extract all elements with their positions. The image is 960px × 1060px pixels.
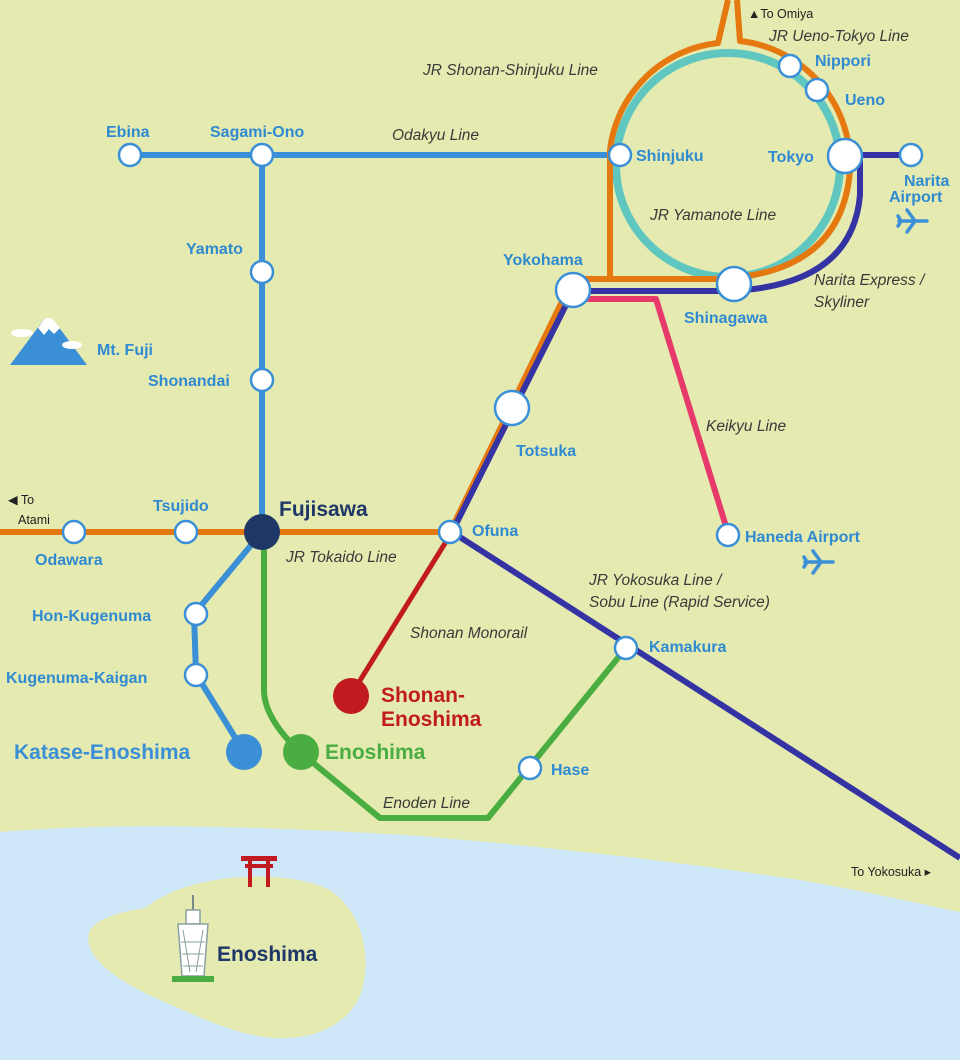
station-label-enoshima: Enoshima: [325, 741, 426, 764]
station-marker-yamato[interactable]: [249, 259, 275, 285]
direction-omiya: ▲To Omiya: [748, 7, 813, 21]
line-label-shonan-shinjuku: JR Shonan-Shinjuku Line: [422, 62, 598, 79]
station-label-shonan-enoshima-1: Shonan-: [381, 684, 465, 707]
station-marker-shonan-enoshima[interactable]: [333, 678, 369, 714]
station-label-totsuka: Totsuka: [516, 443, 576, 460]
direction-atami-2: Atami: [18, 513, 50, 527]
station-marker-haneda[interactable]: [715, 522, 741, 548]
station-label-katase-enoshima: Katase-Enoshima: [14, 741, 191, 764]
enoshima-island: [88, 876, 366, 1039]
station-marker-tokyo[interactable]: [826, 137, 864, 175]
station-label-nippori: Nippori: [815, 53, 871, 70]
station-label-hase: Hase: [551, 762, 589, 779]
station-marker-narita[interactable]: [898, 142, 924, 168]
station-marker-shonandai[interactable]: [249, 367, 275, 393]
line-label-yokosuka-2: Sobu Line (Rapid Service): [589, 594, 770, 611]
station-marker-kamakura[interactable]: [613, 635, 639, 661]
station-marker-tsujido[interactable]: [173, 519, 199, 545]
station-marker-ebina[interactable]: [117, 142, 143, 168]
line-label-monorail: Shonan Monorail: [410, 625, 528, 642]
station-label-kugenuma-kaigan: Kugenuma-Kaigan: [6, 670, 147, 687]
line-label-ueno-tokyo: JR Ueno-Tokyo Line: [768, 28, 909, 45]
station-markers: [61, 53, 924, 781]
station-label-shonan-enoshima-2: Enoshima: [381, 708, 482, 731]
station-label-yokohama: Yokohama: [503, 252, 583, 269]
station-marker-yokohama[interactable]: [554, 271, 592, 309]
shonan-monorail-line: [348, 530, 455, 697]
station-label-tokyo: Tokyo: [768, 149, 814, 166]
station-marker-kugenuma-kaigan[interactable]: [183, 662, 209, 688]
enoden-line: [261, 532, 629, 821]
lighthouse-tower-icon: [172, 895, 214, 982]
line-label-enoden: Enoden Line: [383, 795, 470, 812]
station-marker-odawara[interactable]: [61, 519, 87, 545]
station-label-ofuna: Ofuna: [472, 523, 518, 540]
direction-atami-1: ◀ To: [8, 493, 34, 507]
station-marker-ofuna[interactable]: [437, 519, 463, 545]
station-marker-totsuka[interactable]: [493, 389, 531, 427]
station-label-ebina: Ebina: [106, 124, 150, 141]
station-label-yamato: Yamato: [186, 241, 243, 258]
line-label-tokaido: JR Tokaido Line: [285, 549, 397, 566]
station-label-narita-2: Airport: [889, 189, 943, 206]
direction-yokosuka: To Yokosuka ▸: [851, 865, 932, 879]
station-marker-shinagawa[interactable]: [715, 265, 753, 303]
station-marker-fujisawa[interactable]: [244, 514, 280, 550]
station-marker-nippori[interactable]: [777, 53, 803, 79]
line-label-yamanote: JR Yamanote Line: [649, 207, 776, 224]
station-label-hon-kugenuma: Hon-Kugenuma: [32, 608, 151, 625]
station-label-sagami-ono: Sagami-Ono: [210, 124, 304, 141]
station-label-shonandai: Shonandai: [148, 373, 230, 390]
line-label-yokosuka-1: JR Yokosuka Line /: [588, 572, 723, 589]
station-marker-hon-kugenuma[interactable]: [183, 601, 209, 627]
station-label-haneda: Haneda Airport: [745, 529, 861, 546]
station-marker-ueno[interactable]: [804, 77, 830, 103]
station-label-fujisawa: Fujisawa: [279, 498, 368, 521]
station-marker-katase-enoshima[interactable]: [226, 734, 262, 770]
keikyu-line: [575, 296, 731, 534]
station-label-shinagawa: Shinagawa: [684, 310, 768, 327]
station-label-shinjuku: Shinjuku: [636, 148, 704, 165]
airplane-icon: [896, 208, 929, 234]
line-label-narita-express-2: Skyliner: [814, 294, 870, 311]
shonan-shinjuku-line: [607, 0, 731, 278]
station-label-narita-1: Narita: [904, 173, 949, 190]
mountain-icon: [10, 318, 87, 365]
station-label-tsujido: Tsujido: [153, 498, 209, 515]
landmark-label-mt-fuji: Mt. Fuji: [97, 342, 153, 359]
station-marker-sagami-ono[interactable]: [249, 142, 275, 168]
station-marker-enoshima[interactable]: [283, 734, 319, 770]
station-label-ueno: Ueno: [845, 92, 885, 109]
station-label-odawara: Odawara: [35, 552, 103, 569]
station-label-kamakura: Kamakura: [649, 639, 726, 656]
line-label-narita-express-1: Narita Express /: [814, 272, 926, 289]
landmark-label-enoshima-island: Enoshima: [217, 943, 318, 966]
line-label-odakyu: Odakyu Line: [392, 127, 479, 144]
torii-gate-icon: [241, 856, 277, 887]
airplane-icon: [802, 549, 835, 575]
line-label-keikyu: Keikyu Line: [706, 418, 787, 435]
station-marker-hase[interactable]: [517, 755, 543, 781]
station-marker-shinjuku[interactable]: [607, 142, 633, 168]
